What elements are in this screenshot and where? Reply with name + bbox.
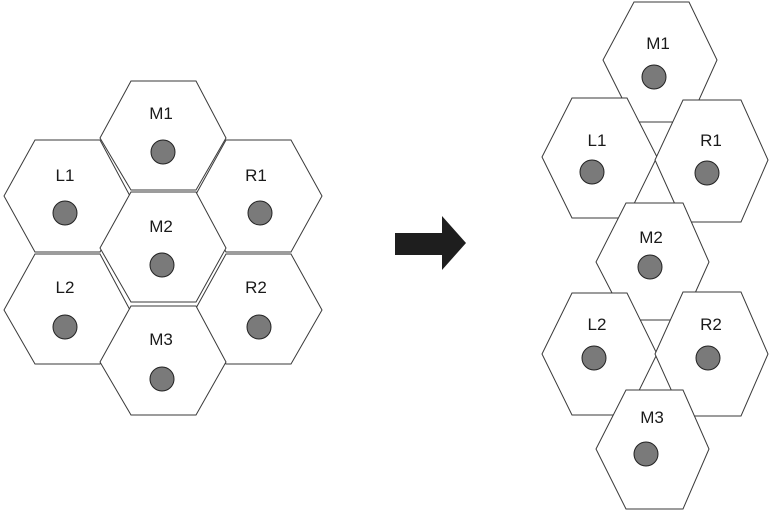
left-cell-l2: L2 [3, 253, 131, 365]
left-hex-m1 [99, 80, 227, 191]
left-label-r1: R1 [245, 166, 267, 185]
left-node-l1 [52, 200, 78, 226]
right-label-m1: M1 [646, 34, 670, 53]
right-cell-r1: R1 [654, 99, 769, 223]
left-cell-l1: L1 [3, 139, 131, 253]
right-hex-r1 [654, 99, 769, 223]
left-label-m1: M1 [149, 104, 173, 123]
left-cell-m3: M3 [99, 305, 227, 416]
left-node-l2 [52, 314, 78, 340]
left-node-r2 [246, 314, 272, 340]
right-cell-m1: M1 [602, 1, 718, 123]
right-cell-l2: L2 [541, 292, 658, 416]
left-label-m3: M3 [149, 330, 173, 349]
right-node-l1 [579, 159, 605, 185]
left-node-m3 [149, 366, 175, 392]
left-hex-l2 [3, 253, 131, 365]
right-cell-r2: R2 [654, 291, 769, 417]
left-cluster: M1 L1 R1 M2 L2 R2 [3, 80, 323, 416]
right-cell-l1: L1 [541, 97, 658, 219]
left-cell-m1: M1 [99, 80, 227, 191]
arrow-shape [395, 216, 466, 270]
right-label-m2: M2 [639, 228, 663, 247]
right-cell-m2: M2 [595, 202, 710, 321]
left-label-r2: R2 [245, 278, 267, 297]
left-label-m2: M2 [149, 217, 173, 236]
right-node-r2 [695, 345, 721, 371]
left-node-r1 [247, 200, 273, 226]
left-node-m2 [149, 252, 175, 278]
left-label-l1: L1 [56, 166, 75, 185]
right-label-l2: L2 [588, 315, 607, 334]
left-hex-m3 [99, 305, 227, 416]
right-cell-m3: M3 [595, 389, 710, 510]
left-label-l2: L2 [56, 278, 75, 297]
right-label-m3: M3 [640, 408, 664, 427]
left-hex-l1 [3, 139, 131, 253]
left-hex-m2 [99, 191, 227, 303]
right-node-m3 [633, 441, 659, 467]
right-label-r2: R2 [700, 315, 722, 334]
right-node-l2 [581, 345, 607, 371]
right-label-l1: L1 [588, 131, 607, 150]
left-cell-m2: M2 [99, 191, 227, 303]
right-label-r1: R1 [700, 131, 722, 150]
right-node-m2 [637, 254, 663, 280]
left-cell-r1: R1 [194, 139, 323, 253]
right-node-r1 [694, 160, 720, 186]
right-arrow-icon [395, 216, 466, 270]
right-cluster: M1 L1 R1 M2 L2 R2 [541, 1, 769, 510]
right-node-m1 [641, 64, 667, 90]
left-node-m1 [150, 139, 176, 165]
